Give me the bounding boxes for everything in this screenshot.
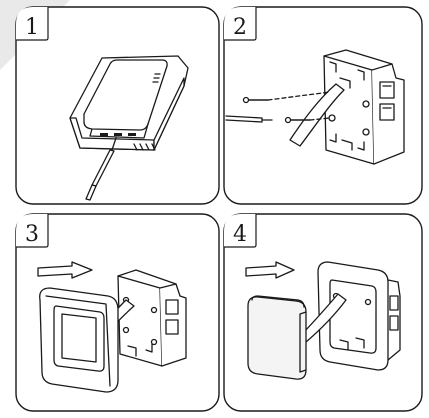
step-number-3: 3 bbox=[25, 222, 39, 247]
mounting-plate bbox=[323, 49, 405, 165]
thermostat-device bbox=[69, 55, 189, 151]
front-cover bbox=[247, 295, 307, 380]
mounting-plate-3 bbox=[117, 269, 187, 367]
screws bbox=[242, 91, 331, 124]
panel-step-2: 2 bbox=[223, 6, 423, 205]
panel-step-1: 1 bbox=[15, 6, 220, 205]
screwdriver bbox=[85, 137, 117, 201]
panel-step-4: 4 bbox=[223, 213, 423, 412]
step-number-1: 1 bbox=[25, 15, 39, 40]
screwdriver-2 bbox=[225, 115, 273, 123]
arrow-right-icon-2 bbox=[245, 261, 295, 279]
step-number-4: 4 bbox=[233, 222, 247, 247]
front-frame bbox=[39, 287, 119, 393]
step-number-2: 2 bbox=[233, 15, 247, 40]
panel-step-3: 3 bbox=[15, 213, 220, 412]
cable-ribbon bbox=[289, 83, 345, 147]
arrow-right-icon bbox=[37, 261, 93, 279]
